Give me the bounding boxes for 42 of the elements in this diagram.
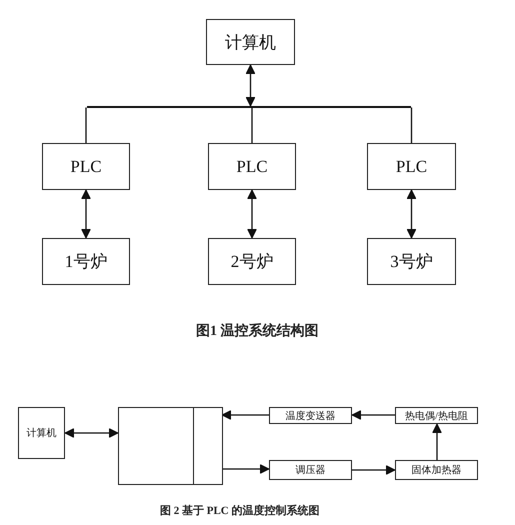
- process-box: [367, 143, 456, 190]
- process-box: [208, 143, 296, 190]
- box-label: PLC: [70, 156, 102, 176]
- process-box: [395, 460, 478, 480]
- arrow: [352, 465, 396, 475]
- module-box: [193, 407, 223, 485]
- box-label: 计算机: [225, 32, 276, 54]
- connector-line: [251, 108, 253, 143]
- arrow: [246, 64, 256, 106]
- figure-caption: 图1 温控系统结构图: [196, 322, 318, 340]
- box-label: PLC: [396, 156, 428, 176]
- process-box: [42, 238, 130, 285]
- connector-line: [410, 108, 412, 143]
- box-label: 1号炉: [64, 251, 108, 273]
- box-label: 2号炉: [230, 251, 274, 273]
- process-box: [269, 460, 352, 480]
- bus-line: [87, 106, 411, 108]
- arrow: [222, 464, 270, 474]
- module-box: [118, 407, 222, 485]
- arrow: [222, 410, 269, 420]
- process-box: [42, 143, 130, 190]
- box-label: 计算机: [26, 426, 56, 440]
- process-box: [206, 19, 295, 65]
- box-label: 温度变送器: [286, 410, 336, 422]
- figure-caption: 图 2 基于 PLC 的温度控制系统图: [160, 504, 320, 518]
- box-label: PLC: [236, 156, 268, 176]
- box-label: 调压器: [296, 464, 326, 477]
- process-box: [18, 407, 65, 459]
- box-label: 3号炉: [390, 251, 433, 273]
- process-box: [395, 407, 478, 424]
- connector-line: [85, 108, 87, 143]
- arrow: [64, 428, 118, 438]
- box-label: 热电偶/热电阻: [405, 410, 468, 422]
- process-box: [208, 238, 296, 285]
- arrow: [432, 424, 442, 460]
- arrow: [406, 190, 416, 238]
- process-box: [367, 238, 456, 285]
- arrow: [352, 410, 395, 420]
- process-box: [269, 407, 352, 424]
- box-label: 固体加热器: [412, 464, 462, 477]
- arrow: [81, 190, 91, 238]
- arrow: [247, 190, 257, 238]
